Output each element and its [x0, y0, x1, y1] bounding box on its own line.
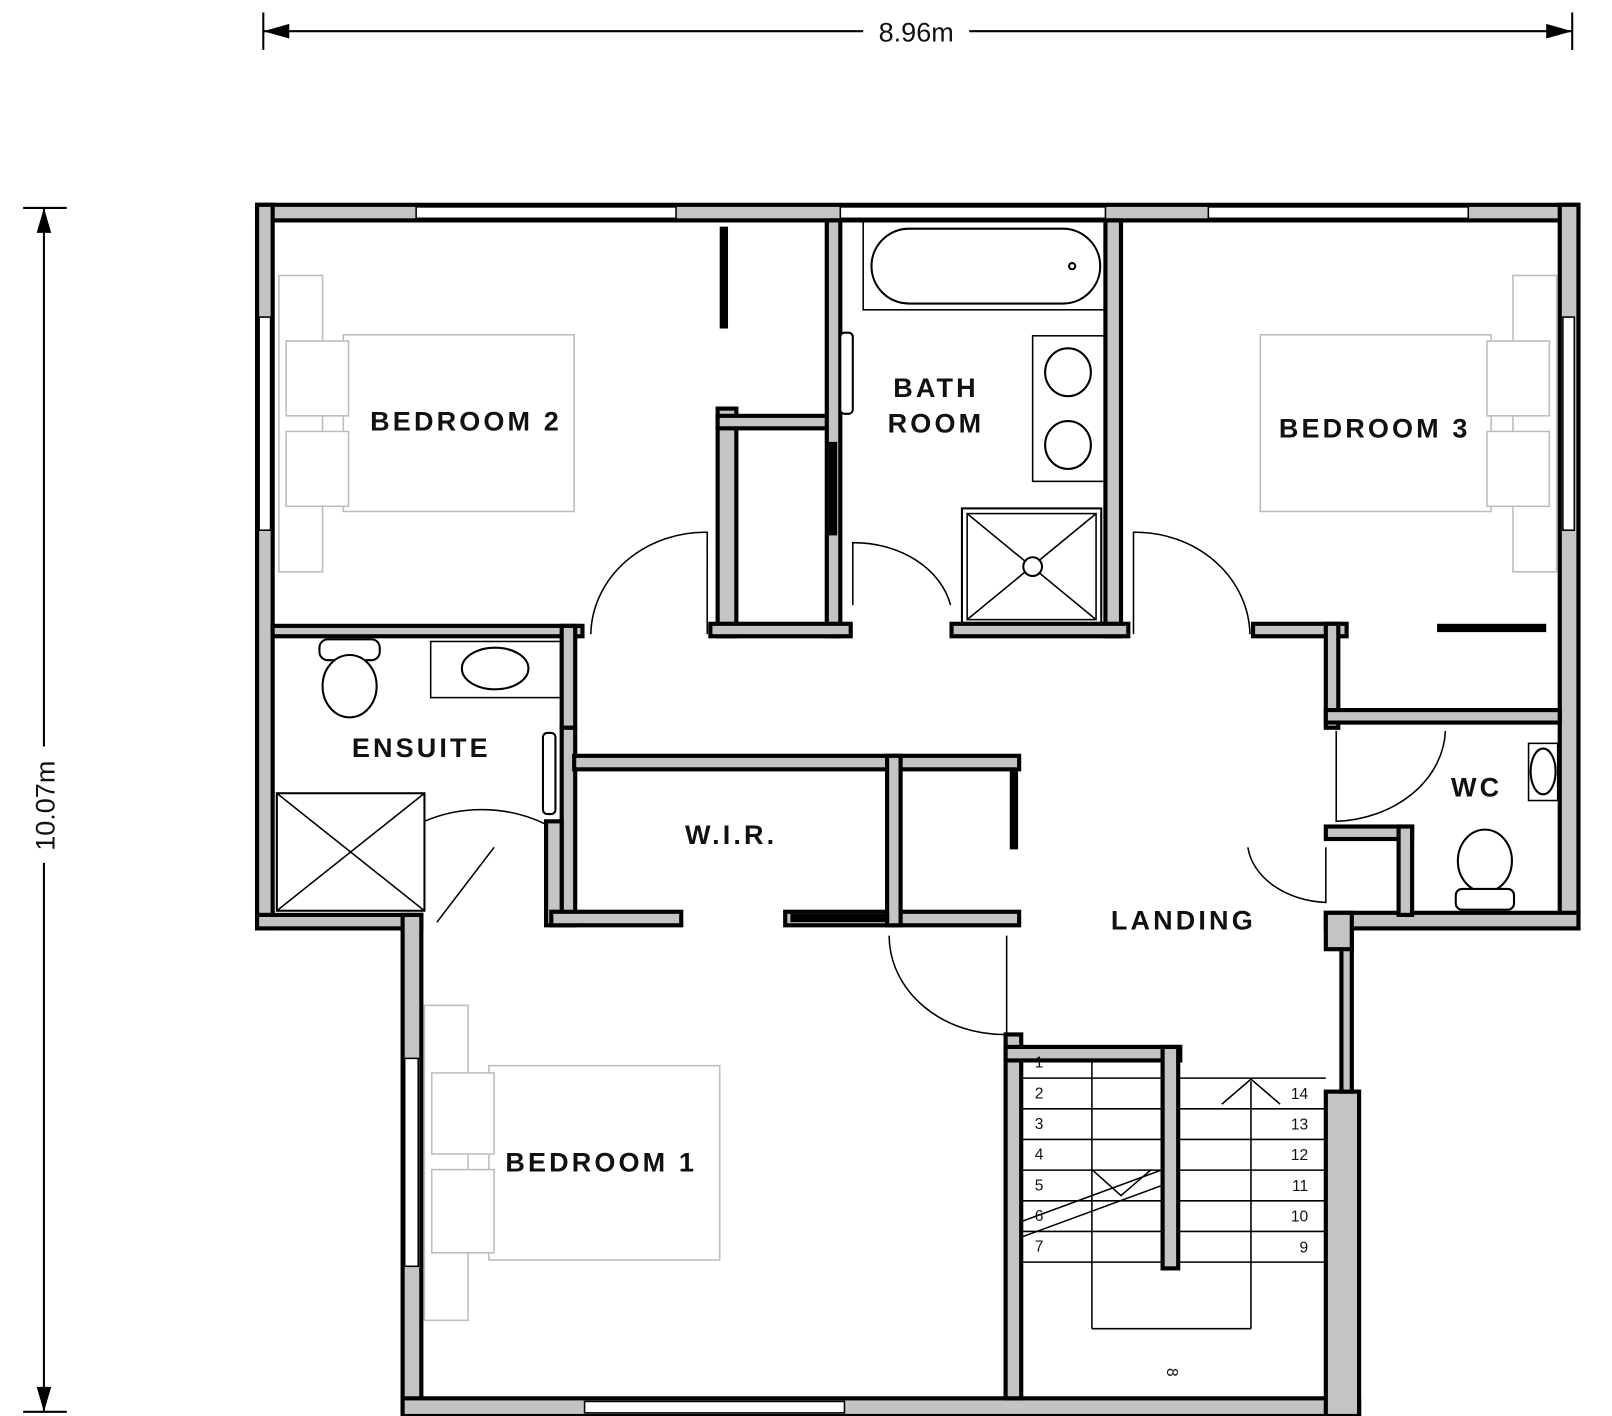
label-room: ROOM [888, 408, 985, 438]
stair-step-9: 9 [1299, 1239, 1308, 1256]
stair-step-2: 2 [1035, 1085, 1044, 1102]
bed-bedroom1 [423, 1004, 721, 1322]
basin-ensuite [429, 640, 562, 699]
label-wir: W.I.R. [685, 820, 777, 850]
stair-step-11: 11 [1292, 1178, 1308, 1195]
label-bedroom-1: BEDROOM 1 [505, 1148, 697, 1178]
label-bedroom-3: BEDROOM 3 [1279, 414, 1471, 444]
stair-step-5: 5 [1035, 1177, 1044, 1194]
label-ensuite: ENSUITE [352, 733, 491, 763]
label-bedroom-2: BEDROOM 2 [370, 406, 562, 436]
stair-step-10: 10 [1291, 1209, 1309, 1226]
stair-step-8: 8 [1163, 1368, 1180, 1377]
stair-step-3: 3 [1035, 1116, 1044, 1133]
stair-step-1: 1 [1035, 1055, 1044, 1072]
door-swings [424, 531, 1447, 1036]
stair-step-13: 13 [1291, 1117, 1308, 1134]
label-landing: LANDING [1111, 905, 1256, 935]
walls [254, 202, 1581, 1416]
toilet-ensuite [318, 638, 381, 719]
stair-step-4: 4 [1035, 1147, 1044, 1164]
width-dimension: 8.96m [262, 12, 1574, 50]
stair-step-6: 6 [1035, 1208, 1044, 1225]
double-vanity [1031, 335, 1107, 483]
height-label: 10.07m [30, 761, 60, 851]
toilet-wc [1454, 742, 1559, 911]
bed-bedroom3 [1259, 274, 1558, 573]
label-bath: BATH [893, 373, 979, 403]
width-label: 8.96m [879, 18, 954, 48]
shower-bathroom [960, 507, 1103, 626]
height-dimension: 10.07m [23, 206, 67, 1413]
shower-ensuite [275, 792, 426, 912]
stair-step-14: 14 [1291, 1086, 1309, 1103]
stair-step-12: 12 [1291, 1147, 1308, 1164]
bed-bedroom2 [278, 274, 575, 573]
label-wc: WC [1451, 772, 1502, 802]
stair-step-7: 7 [1035, 1239, 1044, 1256]
bathtub [862, 219, 1109, 311]
